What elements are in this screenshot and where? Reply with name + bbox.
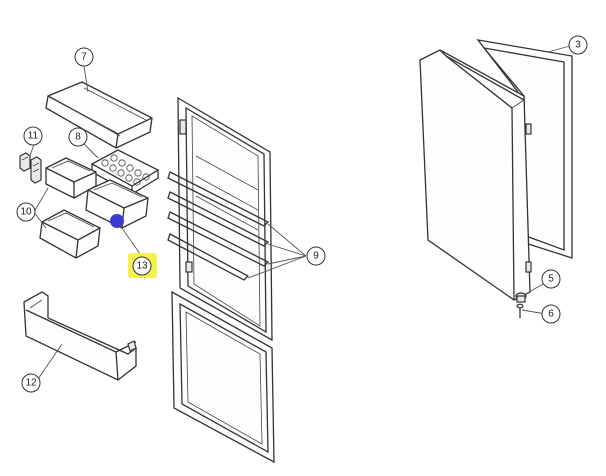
part-13-bin — [85, 179, 149, 229]
svg-text:11: 11 — [28, 131, 39, 142]
callout-11: 11 — [23, 126, 43, 146]
part-12-bottle-shelf — [23, 291, 137, 381]
outer-door-panel — [419, 49, 532, 301]
svg-text:12: 12 — [25, 378, 37, 389]
callout-3: 3 — [568, 35, 588, 55]
callout-13: 13 — [132, 256, 152, 276]
svg-text:9: 9 — [313, 251, 319, 262]
svg-text:8: 8 — [75, 132, 81, 143]
callout-9: 9 — [306, 246, 326, 266]
part-7-top-shelf — [45, 81, 153, 149]
callout-12: 12 — [21, 373, 41, 393]
part-5-hinge-bushing — [515, 292, 527, 303]
inner-door-lower-liner — [171, 290, 275, 464]
inner-door-upper-liner — [177, 96, 273, 342]
part-11-clips — [19, 152, 42, 184]
part-9-shelf-rails — [167, 155, 270, 281]
callout-5: 5 — [541, 269, 561, 289]
svg-text:5: 5 — [548, 274, 554, 285]
leader-lines — [29, 45, 571, 383]
svg-text:13: 13 — [136, 261, 148, 272]
svg-text:6: 6 — [548, 309, 554, 320]
svg-text:7: 7 — [81, 52, 87, 63]
part-10-bin-lower — [39, 209, 101, 259]
svg-text:10: 10 — [20, 207, 32, 218]
callout-8: 8 — [68, 127, 88, 147]
part-8-egg-tray — [90, 149, 160, 195]
callout-6: 6 — [541, 304, 561, 324]
svg-text:3: 3 — [575, 40, 581, 51]
callout-10: 10 — [16, 202, 36, 222]
callout-7: 7 — [74, 47, 94, 67]
part-6-hinge-pin — [516, 303, 524, 318]
